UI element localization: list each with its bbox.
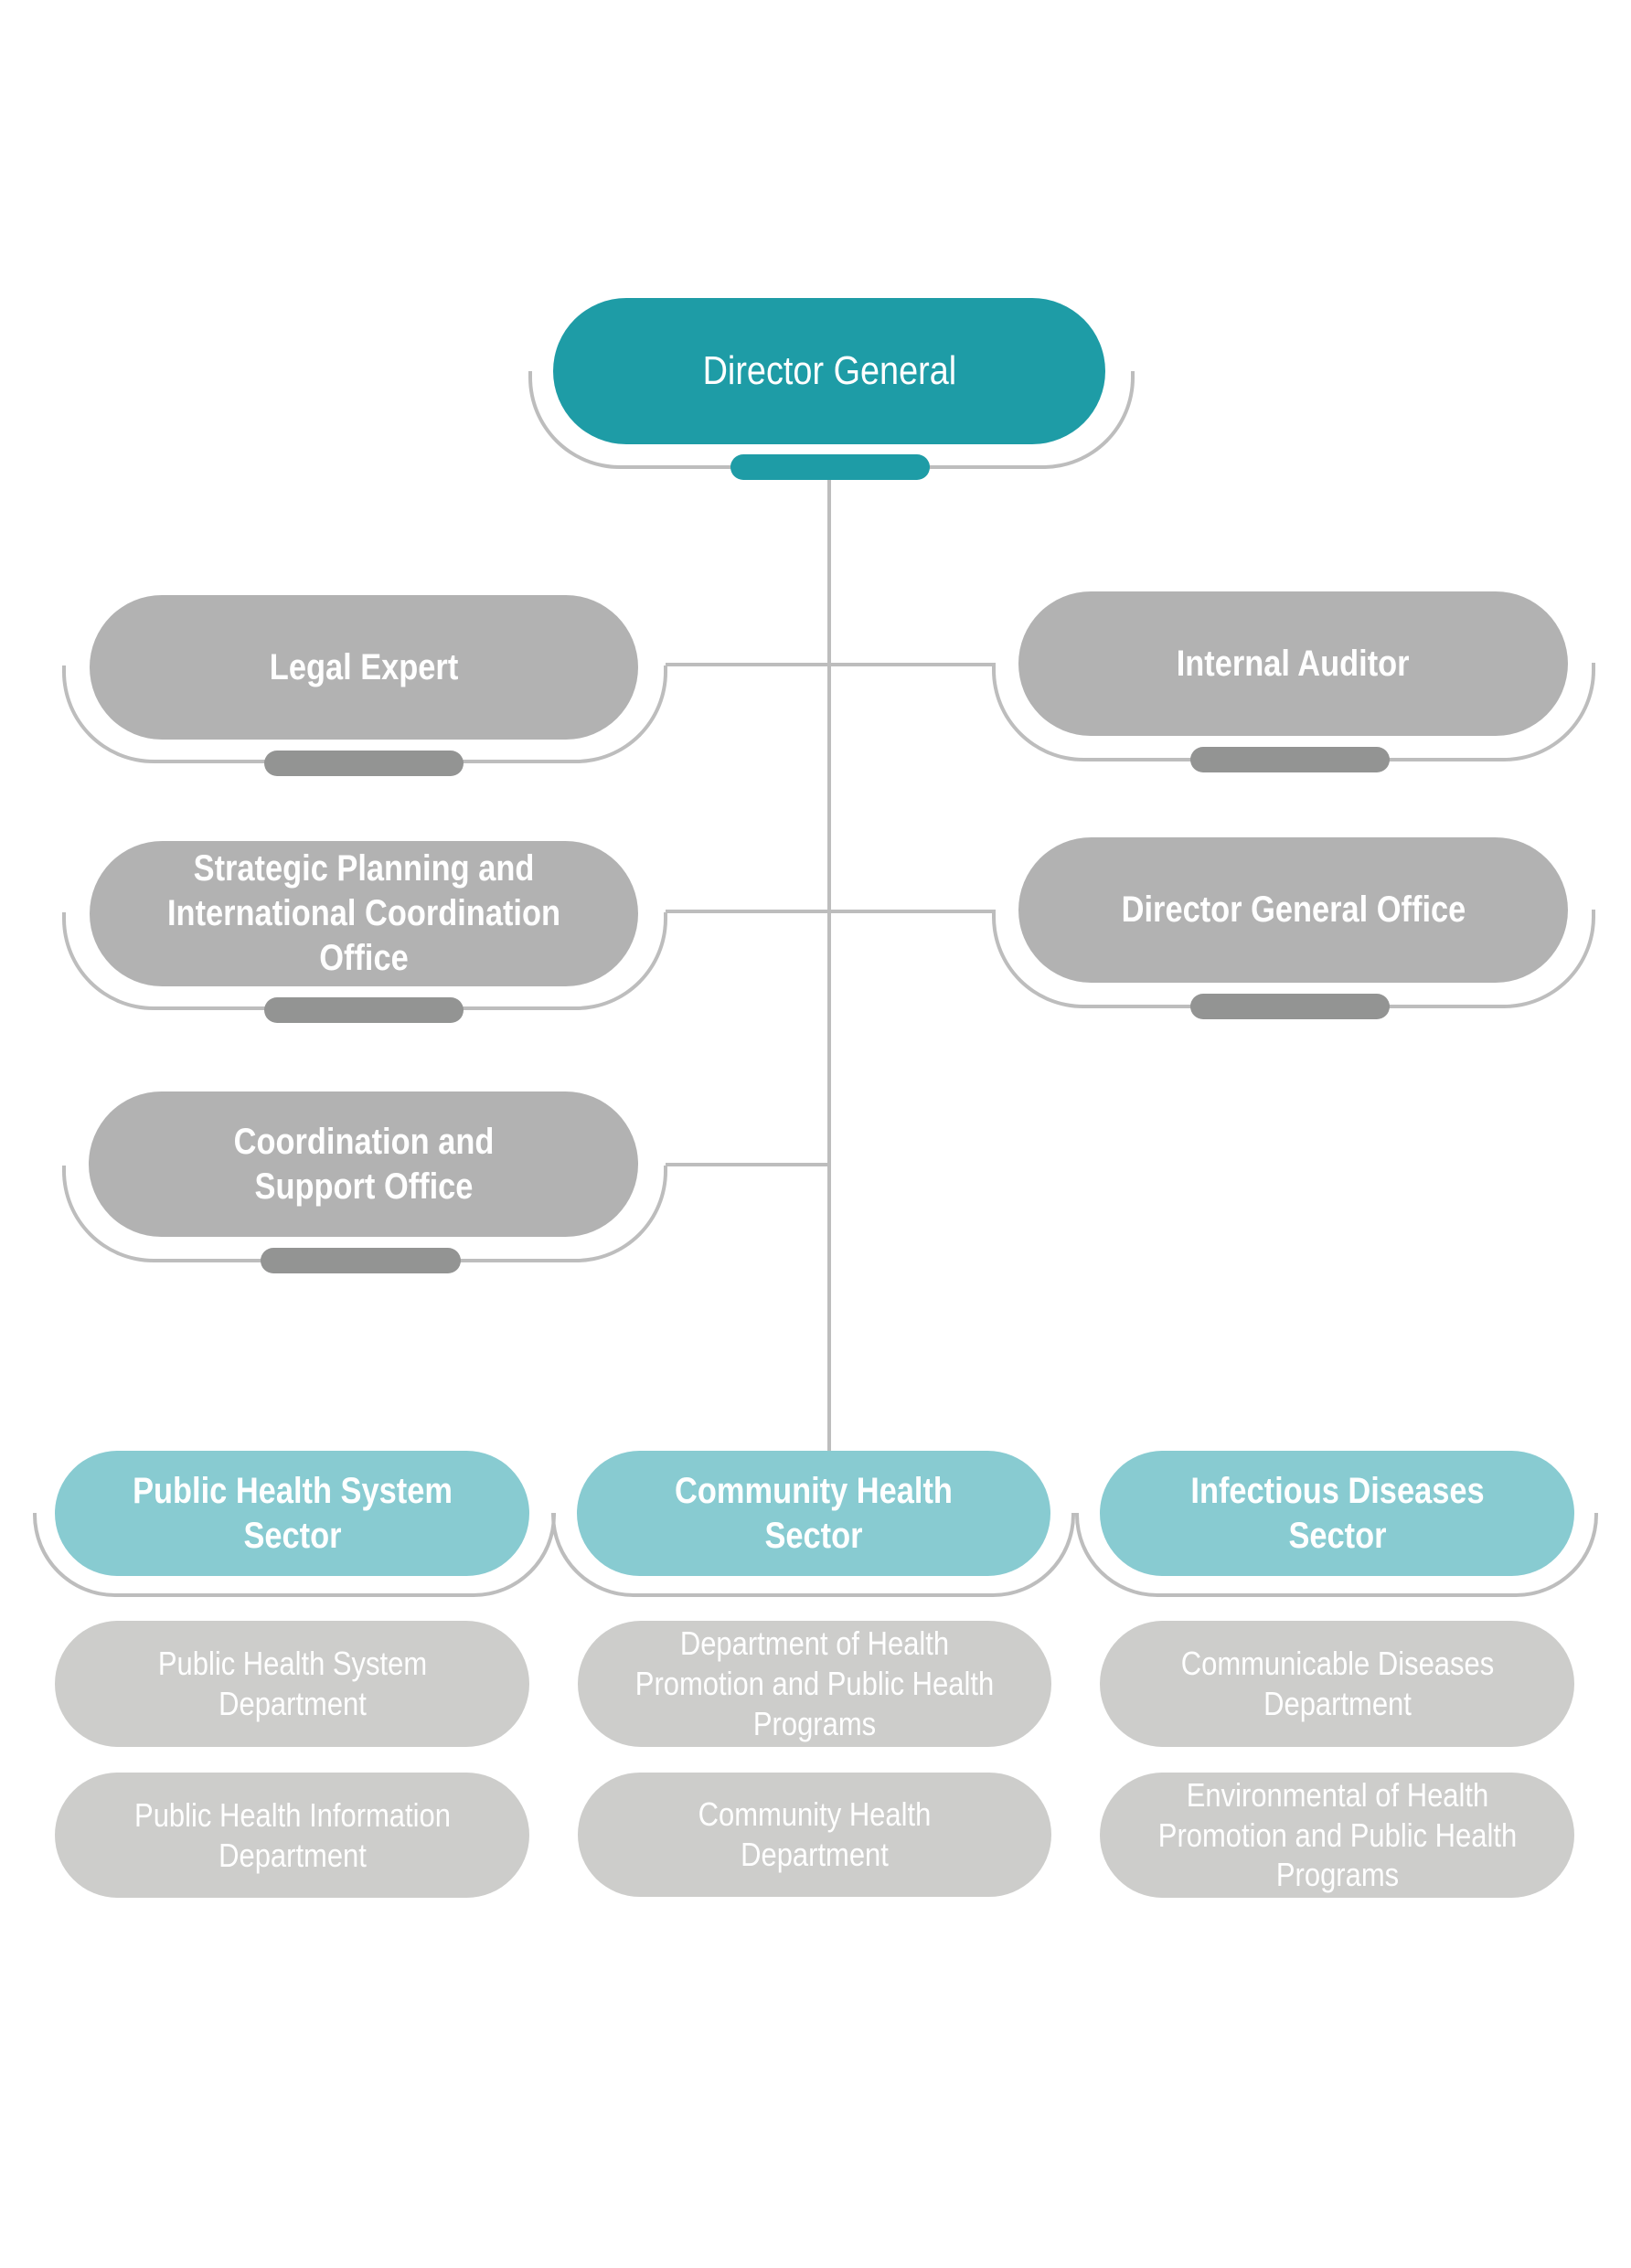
director-general-label: Director General [702, 348, 956, 394]
department-label: Department of Health Promotion and Publi… [634, 1624, 995, 1742]
coordination-tab [261, 1248, 461, 1273]
department-label: Environmental of Health Promotion and Pu… [1157, 1775, 1517, 1894]
connector-legal-auditor [666, 663, 992, 666]
director-general-office-label: Director General Office [1121, 889, 1466, 931]
department-label: Public Health Information Department [133, 1795, 451, 1874]
dg-office-tab [1190, 994, 1390, 1019]
internal-auditor-node[interactable]: Internal Auditor [1018, 591, 1568, 736]
sector-label: Public Health System Sector [132, 1470, 453, 1556]
connector-coordination [666, 1163, 829, 1166]
internal-auditor-label: Internal Auditor [1177, 643, 1410, 684]
department-public-health-system[interactable]: Public Health System Department [55, 1621, 529, 1747]
sector-infectious-diseases[interactable]: Infectious Diseases Sector [1100, 1451, 1574, 1576]
sector-label: Infectious Diseases Sector [1189, 1470, 1485, 1556]
connector-strategic-dgoffice [666, 910, 992, 913]
coordination-support-label: Coordination and Support Office [233, 1121, 494, 1207]
sector-community-health[interactable]: Community Health Sector [577, 1451, 1050, 1576]
main-trunk-connector [827, 480, 831, 1451]
strategic-planning-node[interactable]: Strategic Planning and International Coo… [90, 841, 638, 986]
department-health-promotion-programs[interactable]: Department of Health Promotion and Publi… [578, 1621, 1051, 1747]
department-environmental-health-programs[interactable]: Environmental of Health Promotion and Pu… [1100, 1773, 1574, 1898]
legal-expert-label: Legal Expert [269, 646, 459, 687]
legal-expert-node[interactable]: Legal Expert [90, 595, 638, 740]
internal-auditor-tab [1190, 747, 1390, 772]
department-public-health-information[interactable]: Public Health Information Department [55, 1773, 529, 1898]
department-label: Public Health System Department [157, 1645, 427, 1722]
director-general-office-node[interactable]: Director General Office [1018, 837, 1568, 983]
coordination-support-node[interactable]: Coordination and Support Office [89, 1091, 638, 1237]
department-community-health[interactable]: Community Health Department [578, 1773, 1051, 1897]
legal-expert-tab [264, 751, 464, 776]
director-tab [730, 454, 930, 480]
director-general-node[interactable]: Director General [553, 298, 1105, 444]
strategic-planning-label: Strategic Planning and International Coo… [167, 848, 560, 978]
sector-label: Community Health Sector [675, 1470, 953, 1556]
department-communicable-diseases[interactable]: Communicable Diseases Department [1100, 1621, 1574, 1747]
strategic-planning-tab [264, 997, 464, 1023]
department-label: Community Health Department [698, 1795, 932, 1873]
sector-public-health-system[interactable]: Public Health System Sector [55, 1451, 529, 1576]
department-label: Communicable Diseases Department [1180, 1645, 1494, 1722]
